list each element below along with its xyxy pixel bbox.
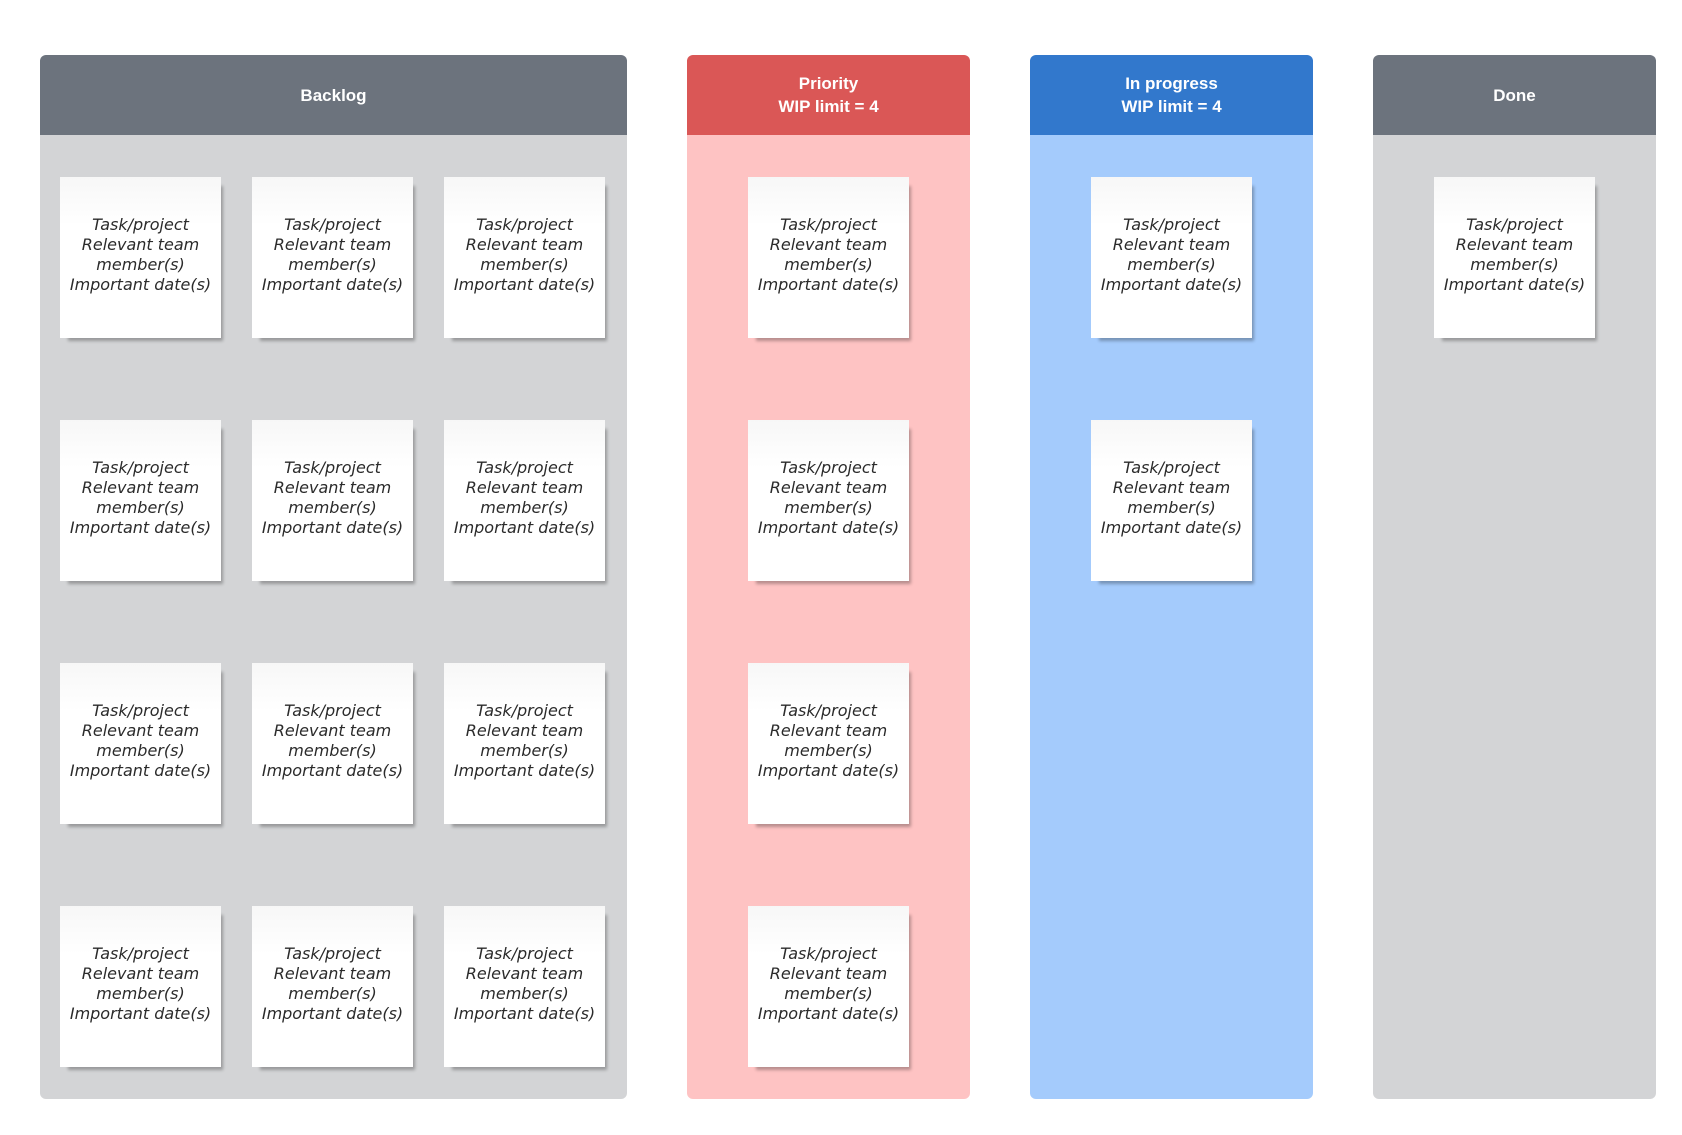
- note-line: Relevant team member(s): [81, 721, 200, 760]
- note-line: Relevant team member(s): [769, 478, 888, 517]
- note-line: Important date(s): [1100, 518, 1243, 537]
- note-line: Important date(s): [1100, 275, 1243, 294]
- note-line: Important date(s): [69, 275, 212, 294]
- note-line: Task/project: [1123, 215, 1220, 234]
- column-title: Backlog: [300, 85, 367, 105]
- note-line: Important date(s): [1443, 275, 1586, 294]
- note-line: Relevant team member(s): [1455, 235, 1574, 274]
- column-header: Priority WIP limit = 4: [687, 55, 970, 135]
- column-header: Done: [1373, 55, 1656, 135]
- note-line: Task/project: [284, 458, 381, 477]
- note-line: Important date(s): [757, 518, 900, 537]
- note-line: Task/project: [780, 944, 877, 963]
- note-line: Relevant team member(s): [273, 478, 392, 517]
- note-line: Task/project: [92, 215, 189, 234]
- note-line: Important date(s): [453, 518, 596, 537]
- note-line: Task/project: [284, 701, 381, 720]
- note-line: Relevant team member(s): [81, 964, 200, 1003]
- column-header: Backlog: [40, 55, 627, 135]
- column-title: In progress: [1125, 74, 1218, 93]
- note-line: Relevant team member(s): [465, 235, 584, 274]
- note-line: Important date(s): [69, 1004, 212, 1023]
- note-line: Task/project: [476, 944, 573, 963]
- note-line: Relevant team member(s): [769, 721, 888, 760]
- note-line: Important date(s): [261, 1004, 404, 1023]
- note-line: Important date(s): [261, 518, 404, 537]
- note-line: Important date(s): [453, 761, 596, 780]
- note-line: Task/project: [780, 701, 877, 720]
- note-line: Relevant team member(s): [273, 721, 392, 760]
- note-line: Relevant team member(s): [1112, 478, 1231, 517]
- note-line: Important date(s): [453, 1004, 596, 1023]
- note-line: Task/project: [92, 944, 189, 963]
- note-line: Relevant team member(s): [769, 964, 888, 1003]
- column-title: Priority: [798, 74, 859, 93]
- note-line: Relevant team member(s): [465, 478, 584, 517]
- note-line: Task/project: [1466, 215, 1563, 234]
- note-line: Relevant team member(s): [81, 478, 200, 517]
- note-line: Task/project: [476, 215, 573, 234]
- note-line: Relevant team member(s): [273, 964, 392, 1003]
- note-line: Important date(s): [69, 518, 212, 537]
- note-line: Task/project: [284, 215, 381, 234]
- note-line: Relevant team member(s): [465, 964, 584, 1003]
- note-line: Important date(s): [453, 275, 596, 294]
- column-wip-limit: WIP limit = 4: [778, 97, 879, 116]
- note-line: Task/project: [780, 215, 877, 234]
- column-header: In progress WIP limit = 4: [1030, 55, 1313, 135]
- note-line: Relevant team member(s): [1112, 235, 1231, 274]
- note-line: Task/project: [476, 701, 573, 720]
- note-line: Task/project: [284, 944, 381, 963]
- note-line: Important date(s): [261, 761, 404, 780]
- note-line: Relevant team member(s): [273, 235, 392, 274]
- note-line: Task/project: [780, 458, 877, 477]
- column-wip-limit: WIP limit = 4: [1121, 97, 1222, 116]
- note-line: Important date(s): [757, 275, 900, 294]
- note-line: Task/project: [92, 701, 189, 720]
- note-line: Task/project: [476, 458, 573, 477]
- note-line: Important date(s): [757, 761, 900, 780]
- note-line: Task/project: [1123, 458, 1220, 477]
- note-line: Important date(s): [261, 275, 404, 294]
- note-line: Relevant team member(s): [465, 721, 584, 760]
- note-line: Task/project: [92, 458, 189, 477]
- note-line: Important date(s): [69, 761, 212, 780]
- note-line: Relevant team member(s): [769, 235, 888, 274]
- note-line: Relevant team member(s): [81, 235, 200, 274]
- column-title: Done: [1493, 85, 1536, 105]
- note-line: Important date(s): [757, 1004, 900, 1023]
